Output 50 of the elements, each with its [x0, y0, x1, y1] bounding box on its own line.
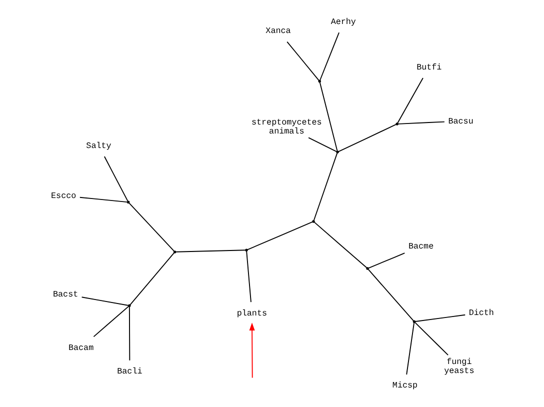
- connector: [246, 250, 251, 303]
- node-point: [126, 200, 130, 204]
- node-text: streptomycetes animals: [250, 118, 322, 137]
- node-point: [172, 250, 176, 254]
- node-text: Butfi: [416, 62, 442, 72]
- node-point: [128, 304, 130, 308]
- node-text: Escco: [50, 190, 76, 201]
- connector: [396, 78, 423, 124]
- node-point: [366, 267, 368, 270]
- node-text: Bacli: [116, 366, 142, 376]
- connector: [312, 152, 338, 221]
- connector: [286, 41, 319, 81]
- node-point: [318, 80, 320, 83]
- connector: [368, 252, 405, 268]
- connector: [414, 322, 448, 356]
- connector: [175, 250, 246, 252]
- connector: [103, 156, 128, 202]
- connector: [92, 306, 129, 338]
- connector: [406, 322, 414, 375]
- node-text: plants: [236, 308, 267, 318]
- connector: [129, 252, 174, 306]
- connector: [338, 124, 396, 152]
- connector: [367, 268, 414, 322]
- connector: [308, 137, 336, 152]
- connector: [80, 296, 128, 306]
- connector: [246, 222, 312, 250]
- node-text: Dicth: [468, 308, 494, 318]
- connector: [78, 196, 128, 203]
- connector: [314, 222, 367, 268]
- node-point: [336, 150, 338, 154]
- node-point: [312, 220, 314, 223]
- node-text: Bacsu: [448, 116, 473, 126]
- node-point: [395, 122, 398, 126]
- connector: [128, 202, 174, 252]
- connector: [318, 82, 338, 152]
- node-point: [244, 248, 248, 252]
- connector: [414, 314, 466, 322]
- node-text: Bacam: [68, 342, 94, 353]
- node-point: [412, 320, 416, 324]
- connector: [319, 32, 339, 81]
- connector: [128, 306, 130, 361]
- node-text: Salty: [86, 140, 111, 151]
- node-text: fungi yeasts: [444, 356, 474, 376]
- node-text: Bacst: [52, 289, 78, 300]
- node-text: Bacme: [408, 242, 434, 252]
- node-text: Aerhy: [330, 16, 356, 27]
- node-text: Micsp: [392, 380, 418, 391]
- connector: [397, 121, 444, 124]
- arrow: [248, 322, 254, 378]
- node-text: Xanca: [265, 26, 290, 36]
